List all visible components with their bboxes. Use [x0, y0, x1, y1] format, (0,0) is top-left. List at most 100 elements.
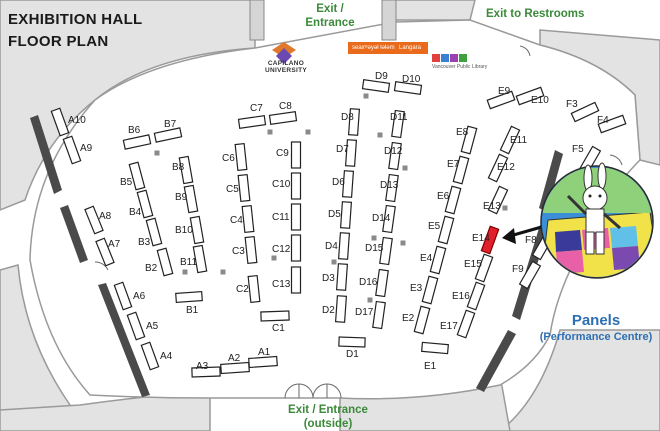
booth-c11: [290, 203, 302, 231]
booth-label-b1: B1: [186, 305, 199, 316]
booth-e2: [413, 305, 431, 335]
booth-e7: [452, 155, 470, 185]
booth-d16: [375, 268, 389, 298]
booth-label-c1: C1: [272, 323, 285, 334]
door-arcs: [94, 45, 623, 399]
booth-f4: [597, 114, 627, 134]
pillar-marker: [377, 132, 383, 138]
capilano-university-logo: [272, 42, 296, 64]
booth-label-b9: B9: [175, 192, 188, 203]
pillar-marker: [367, 297, 373, 303]
booth-label-e1: E1: [424, 361, 437, 372]
booth-label-c8: C8: [279, 101, 292, 112]
booth-d2: [334, 295, 348, 323]
pillar-marker: [331, 259, 337, 265]
pillars-layer: [154, 93, 508, 303]
booth-b9: [183, 184, 199, 214]
booth-label-f8: F8: [525, 235, 537, 246]
pillar-marker: [400, 240, 406, 246]
exit-entrance-top-label: Exit / Entrance: [305, 3, 355, 29]
booth-label-f9: F9: [512, 264, 524, 275]
booth-label-b10: B10: [175, 225, 193, 236]
booth-label-a4: A4: [160, 351, 173, 362]
pillar-marker: [271, 255, 277, 261]
booth-c7: [237, 115, 267, 129]
booth-d9: [361, 79, 391, 93]
booth-label-c6: C6: [222, 153, 235, 164]
booth-c13: [290, 266, 302, 294]
booth-a2: [220, 361, 250, 375]
booth-label-d3: D3: [322, 273, 335, 284]
booth-e5: [437, 215, 455, 245]
booth-label-e15: E15: [464, 259, 482, 270]
booth-e15: [474, 253, 494, 283]
booth-e8: [460, 125, 478, 155]
booth-e9: [486, 90, 516, 110]
booth-label-d1: D1: [346, 349, 359, 360]
booth-c9: [290, 141, 302, 169]
booth-a3: [191, 366, 221, 378]
booth-e12: [487, 153, 509, 183]
booth-label-d12: D12: [384, 146, 403, 157]
booth-d3: [335, 263, 349, 291]
booth-c12: [290, 234, 302, 262]
booth-a4: [140, 341, 160, 371]
booth-label-d4: D4: [325, 241, 338, 252]
booth-label-d11: D11: [390, 112, 408, 123]
booth-d13: [385, 173, 399, 203]
booth-label-c9: C9: [276, 148, 289, 159]
booth-label-c12: C12: [272, 244, 291, 255]
booth-label-b6: B6: [128, 125, 141, 136]
library-logo-text: Vancouver Public Library: [432, 64, 488, 70]
booth-label-d2: D2: [322, 305, 335, 316]
booth-e14: [480, 225, 500, 255]
booth-d15: [379, 236, 393, 266]
booth-label-e14: E14: [472, 233, 490, 244]
booth-e13: [487, 185, 509, 215]
booth-label-a9: A9: [80, 143, 93, 154]
pillar-marker: [267, 129, 273, 135]
arrow-to-e14: [502, 224, 546, 244]
booth-d5: [339, 201, 353, 229]
booth-label-c3: C3: [232, 246, 245, 257]
booth-label-e3: E3: [410, 283, 423, 294]
booth-label-e16: E16: [452, 291, 470, 302]
booth-label-c11: C11: [272, 212, 290, 223]
bunny-mascot-illustration: [540, 162, 654, 279]
map-title-line2: FLOOR PLAN: [8, 33, 109, 50]
booth-label-e4: E4: [420, 253, 433, 264]
booth-label-e5: E5: [428, 221, 441, 232]
booth-d10: [393, 81, 423, 95]
booth-c6: [234, 142, 248, 172]
booth-label-e13: E13: [483, 201, 501, 212]
booth-label-d9: D9: [375, 71, 388, 82]
booth-label-e8: E8: [456, 127, 469, 138]
booth-a7: [95, 237, 115, 267]
sponsor-banner-logo: [348, 42, 428, 54]
booth-c5: [237, 173, 251, 203]
booth-label-d10: D10: [402, 74, 421, 85]
booth-label-d14: D14: [372, 213, 391, 224]
booth-label-e2: E2: [402, 313, 415, 324]
booth-f3: [570, 101, 600, 123]
booth-label-e12: E12: [497, 162, 515, 173]
booth-label-d7: D7: [336, 144, 349, 155]
panels-label: Panels (Performance Centre): [539, 312, 653, 343]
booth-c1: [260, 310, 290, 322]
booth-label-c4: C4: [230, 215, 243, 226]
booth-a10: [50, 107, 70, 137]
booth-label-a5: A5: [146, 321, 159, 332]
booth-b11: [192, 244, 208, 274]
booth-e3: [421, 275, 439, 305]
booth-b7: [153, 127, 183, 143]
booth-label-a10: A10: [68, 115, 86, 126]
map-title-line1: EXHIBITION HALL: [8, 11, 143, 28]
booth-e1: [421, 341, 449, 355]
booth-c3: [244, 235, 258, 265]
booth-b10: [189, 215, 205, 245]
booth-e16: [466, 281, 486, 311]
booth-c8: [268, 111, 298, 125]
booth-label-c13: C13: [272, 279, 291, 290]
booth-b8: [178, 155, 194, 185]
